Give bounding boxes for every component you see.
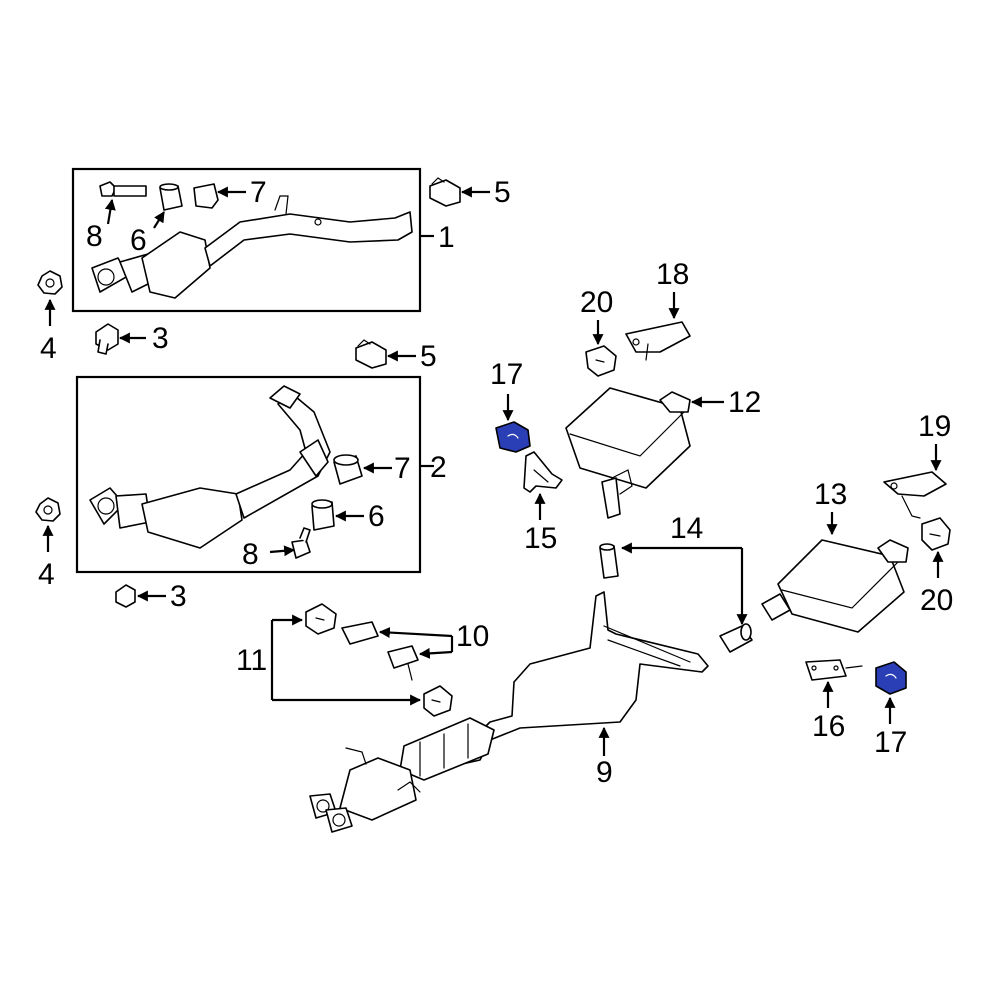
front-pipe-2[interactable] bbox=[89, 385, 331, 549]
callout-20-upper: 20 bbox=[580, 286, 613, 319]
muffler-12[interactable] bbox=[565, 387, 691, 519]
callout-14: 14 bbox=[670, 512, 703, 545]
clamp-5-lower[interactable] bbox=[355, 341, 387, 369]
bracket-10-upper[interactable] bbox=[341, 621, 379, 645]
callout-3-lower: 3 bbox=[170, 580, 187, 613]
hanger-20-upper[interactable] bbox=[585, 345, 617, 377]
callout-20-lower: 20 bbox=[920, 584, 953, 617]
callout-11: 11 bbox=[236, 644, 267, 677]
callout-1: 1 bbox=[438, 221, 455, 254]
hanger-20-lower[interactable] bbox=[921, 517, 951, 551]
callout-18: 18 bbox=[656, 258, 689, 291]
hanger-17-lower[interactable] bbox=[875, 661, 907, 695]
callout-17-upper: 17 bbox=[490, 358, 523, 391]
bracket-19[interactable] bbox=[883, 471, 947, 519]
bolt-8-upper[interactable] bbox=[99, 181, 147, 197]
callout-9: 9 bbox=[596, 756, 613, 789]
callout-labels: 1 2 3 3 4 4 5 5 6 6 7 7 8 8 9 10 11 12 1… bbox=[38, 176, 953, 789]
nut-4-upper[interactable] bbox=[37, 270, 63, 295]
hanger-11-lower[interactable] bbox=[423, 685, 453, 717]
hanger-11-upper[interactable] bbox=[305, 603, 337, 635]
front-pipe-2-box bbox=[75, 375, 422, 574]
callout-7-upper: 7 bbox=[250, 176, 267, 209]
stud-3-lower[interactable] bbox=[115, 584, 136, 608]
callout-10: 10 bbox=[456, 620, 489, 653]
stud-3-upper[interactable] bbox=[95, 323, 119, 355]
bracket-10-lower[interactable] bbox=[387, 645, 419, 681]
bracket-16[interactable] bbox=[805, 659, 863, 681]
seal-7-upper[interactable] bbox=[193, 183, 219, 209]
callout-8-upper: 8 bbox=[86, 220, 103, 253]
callout-6-lower: 6 bbox=[368, 500, 385, 533]
callout-13: 13 bbox=[814, 478, 847, 511]
tip-14-upper[interactable] bbox=[599, 543, 619, 579]
callout-19: 19 bbox=[918, 410, 951, 443]
nut-4-lower[interactable] bbox=[35, 497, 61, 522]
intermediate-pipe-9[interactable] bbox=[309, 591, 709, 833]
tip-14-lower[interactable] bbox=[719, 623, 753, 653]
muffler-13[interactable] bbox=[761, 539, 909, 633]
hanger-17-upper[interactable] bbox=[495, 421, 531, 453]
callout-6-upper: 6 bbox=[130, 224, 147, 257]
callout-4-lower: 4 bbox=[38, 558, 55, 591]
bolt-8-lower[interactable] bbox=[291, 527, 311, 559]
gasket-6-upper[interactable] bbox=[159, 183, 183, 211]
callout-7-lower: 7 bbox=[394, 452, 411, 485]
callout-5-lower: 5 bbox=[420, 340, 437, 373]
callout-3-upper: 3 bbox=[152, 322, 169, 355]
callout-5-upper: 5 bbox=[494, 176, 511, 209]
callout-4-upper: 4 bbox=[40, 332, 57, 365]
leader-lines bbox=[42, 186, 944, 756]
seal-7-lower[interactable] bbox=[333, 454, 363, 485]
callout-8-lower: 8 bbox=[242, 538, 259, 571]
callout-2: 2 bbox=[430, 451, 447, 484]
gasket-6-lower[interactable] bbox=[311, 499, 335, 531]
bracket-15[interactable] bbox=[523, 451, 563, 493]
callout-17-lower: 17 bbox=[874, 726, 907, 759]
bracket-18[interactable] bbox=[625, 321, 691, 361]
callout-16: 16 bbox=[812, 710, 845, 743]
front-pipe-1-box bbox=[71, 167, 422, 313]
clamp-5-upper[interactable] bbox=[429, 179, 461, 207]
front-pipe-1[interactable] bbox=[91, 195, 413, 299]
callout-12: 12 bbox=[728, 386, 761, 419]
callout-15: 15 bbox=[524, 522, 557, 555]
